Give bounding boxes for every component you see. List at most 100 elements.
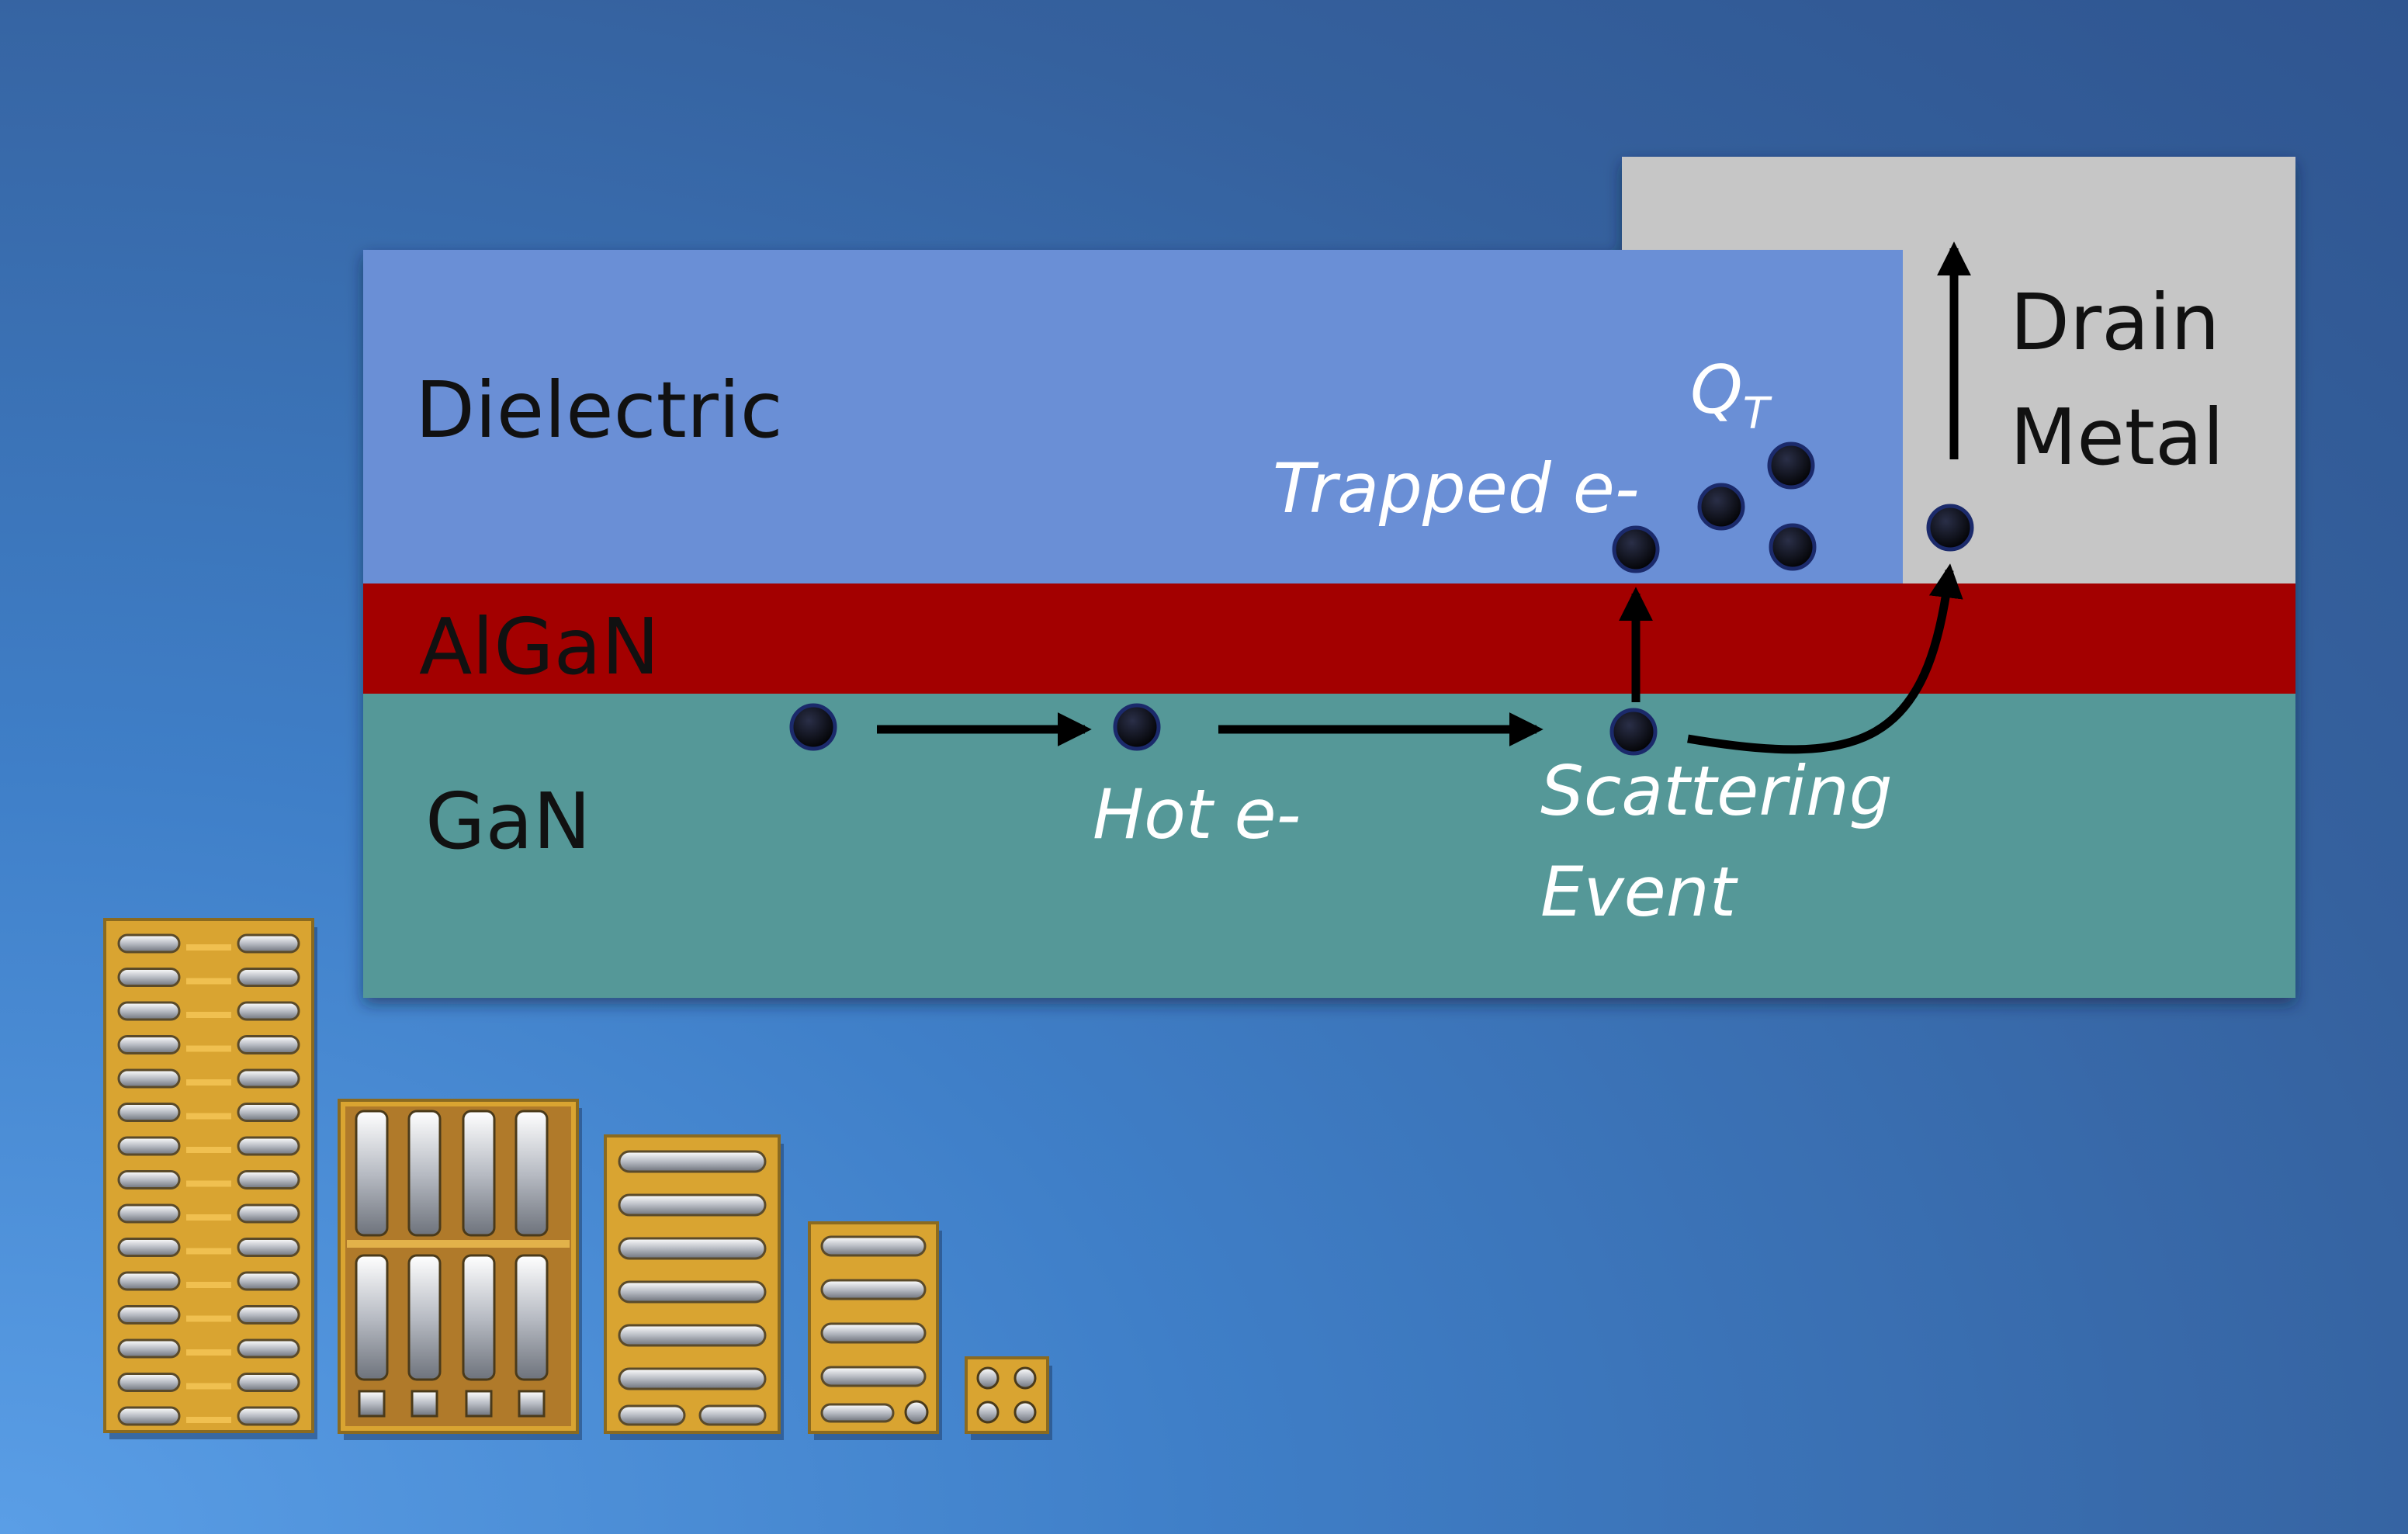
cross-section	[363, 157, 2295, 998]
chip-trace	[186, 944, 231, 951]
chip-pad	[237, 968, 300, 987]
electron-trapped-1	[1612, 525, 1660, 573]
chip-pad	[618, 1280, 767, 1304]
chip-package-4	[808, 1221, 942, 1440]
electrons	[789, 442, 1974, 756]
chip-pad	[237, 1238, 300, 1257]
chip-package-1	[103, 918, 317, 1439]
chip-pad	[237, 933, 300, 954]
chip-pad	[618, 1237, 767, 1260]
chip-pad	[465, 1390, 493, 1418]
chip-body	[965, 1356, 1049, 1434]
gan-label: GaN	[425, 776, 591, 867]
chip-trace	[347, 1240, 570, 1248]
chip-pad	[1013, 1366, 1037, 1390]
chip-pad	[355, 1254, 389, 1381]
chip-pad	[237, 1203, 300, 1224]
electron-hot-2	[1113, 703, 1161, 751]
chip-trace	[186, 1315, 231, 1322]
chip-pad	[117, 1035, 181, 1054]
chip-trace	[186, 1045, 231, 1052]
chip-pad	[820, 1403, 895, 1423]
chip-pad	[117, 933, 181, 954]
chip-pad	[117, 1406, 181, 1426]
chip-pad	[237, 1001, 300, 1021]
chip-pad	[117, 1271, 181, 1291]
chip-pad	[237, 1068, 300, 1089]
chip-pad	[411, 1390, 438, 1418]
chip-trace	[186, 1012, 231, 1018]
scattering-label-line2: Event	[1540, 852, 1739, 932]
chip-pad	[820, 1322, 927, 1344]
chip-pad	[698, 1404, 767, 1426]
chip-trace	[186, 1349, 231, 1356]
drain-collection-arrow	[1687, 563, 1963, 754]
chip-pad	[904, 1400, 929, 1425]
chip-pad	[237, 1103, 300, 1122]
drain-label-line2: Metal	[2010, 392, 2224, 483]
chip-package-3	[604, 1134, 784, 1440]
qt-label: QT	[1690, 351, 1772, 439]
hot-electron-label: Hot e-	[1093, 774, 1301, 854]
chip-pad	[355, 1110, 389, 1237]
chip-pad	[117, 1068, 181, 1089]
chip-pad	[618, 1324, 767, 1347]
chip-pad	[237, 1373, 300, 1392]
chip-pad	[976, 1401, 1000, 1424]
chip-pad	[358, 1390, 386, 1418]
chip-pad	[407, 1110, 442, 1237]
chip-trace	[186, 1214, 231, 1221]
trapped-electron-label: Trapped e-	[1273, 448, 1640, 528]
chip-pad	[237, 1170, 300, 1189]
gan-layer	[363, 694, 2295, 998]
chip-pad	[237, 1338, 300, 1359]
dielectric-label: Dielectric	[415, 365, 783, 455]
chip-pad	[237, 1035, 300, 1054]
chip-pad	[820, 1366, 927, 1387]
chip-trace	[186, 1180, 231, 1187]
algan-label: AlGaN	[419, 601, 660, 692]
chip-pad	[618, 1404, 686, 1426]
chip-pad	[237, 1305, 300, 1325]
chip-pad	[117, 968, 181, 987]
chip-pad	[618, 1193, 767, 1217]
electron-trapped-3	[1767, 442, 1815, 490]
chip-pad	[820, 1279, 927, 1300]
chip-packages	[103, 918, 1052, 1440]
electron-trapped-2	[1697, 483, 1745, 531]
algan-layer	[363, 583, 2295, 694]
chip-pad	[117, 1238, 181, 1257]
chip-trace	[186, 1113, 231, 1120]
chip-pad	[407, 1254, 442, 1381]
chip-trace	[186, 978, 231, 985]
qt-subscript: T	[1743, 389, 1772, 439]
chip-pad	[518, 1390, 546, 1418]
electron-trapped-4	[1769, 523, 1817, 571]
chip-pad	[462, 1110, 496, 1237]
chip-pad	[117, 1338, 181, 1359]
chip-trace	[186, 1383, 231, 1390]
chip-pad	[237, 1271, 300, 1291]
drain-label-line1: Drain	[2010, 277, 2220, 368]
chip-trace	[186, 1248, 231, 1255]
electron-hot-1	[789, 703, 837, 751]
chip-trace	[186, 1147, 231, 1153]
chip-pad	[820, 1235, 927, 1257]
chip-pad	[117, 1373, 181, 1392]
chip-trace	[186, 1079, 231, 1086]
chip-pad	[117, 1203, 181, 1224]
chip-trace	[186, 1282, 231, 1288]
chip-pad	[117, 1103, 181, 1122]
electron-scattering	[1609, 708, 1658, 756]
chip-pad	[237, 1136, 300, 1156]
electron-drain	[1926, 504, 1974, 552]
chip-package-5	[965, 1356, 1052, 1440]
chip-package-2	[338, 1099, 582, 1440]
scattering-label-line1: Scattering	[1540, 751, 1893, 831]
chip-pad	[515, 1110, 549, 1237]
chip-pad	[618, 1150, 767, 1173]
chip-pad	[117, 1305, 181, 1325]
chip-pad	[618, 1367, 767, 1390]
chip-pad	[515, 1254, 549, 1381]
